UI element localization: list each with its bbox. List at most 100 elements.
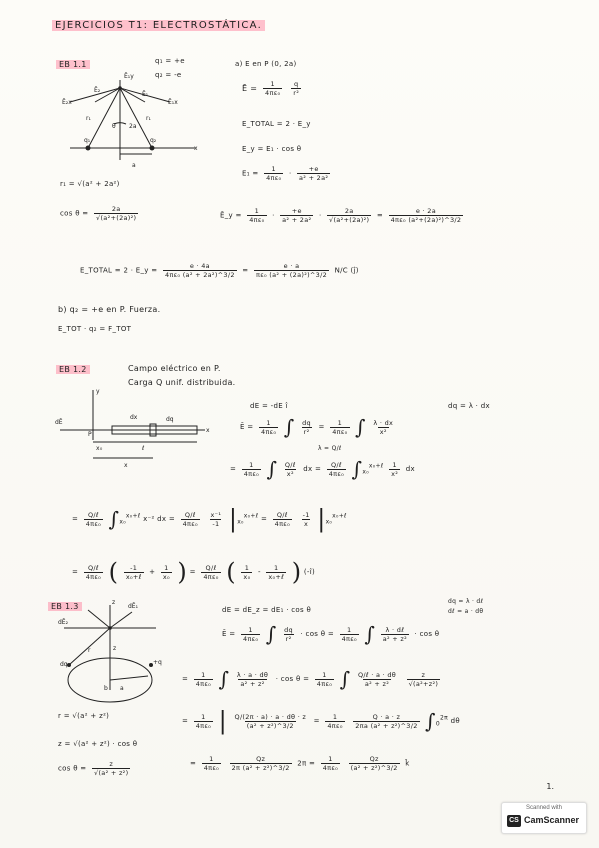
ex2-de: dE = -dE î [250, 402, 288, 410]
svg-text:Ē₂x: Ē₂x [62, 99, 72, 106]
ex3-point-p [108, 626, 112, 630]
ex1-ey: E_y = E₁ · cos θ [242, 145, 302, 153]
ex2-diagram-labels: dĒ dx dq P x y [55, 388, 210, 438]
ex3-diagram-labels: dĒ₂ dĒ₁ z z r a dq +q b [58, 599, 162, 692]
svg-text:Ē₁y: Ē₁y [124, 73, 134, 80]
page-title: EJERCICIOS T1: ELECTROSTÁTICA. [52, 20, 266, 31]
svg-text:a: a [132, 162, 136, 169]
ex2-label: EB 1.2 [56, 365, 90, 374]
ex1-force: E_TOT · q₂ = F_TOT [58, 325, 132, 333]
ex2-line1: Campo eléctrico en P. [128, 364, 221, 373]
scanner-caption: Scanned with [525, 805, 563, 811]
svg-text:r₁: r₁ [146, 115, 151, 122]
title-text: EJERCICIOS T1: ELECTROSTÁTICA. [52, 20, 266, 31]
ex1-charge-q1 [85, 145, 91, 151]
svg-text:dĒ₂: dĒ₂ [58, 619, 69, 626]
svg-text:z: z [112, 599, 115, 606]
svg-text:a: a [120, 685, 124, 692]
ex2-diagram [60, 390, 205, 459]
svg-text:b: b [104, 685, 108, 692]
ex3-label: EB 1.3 [48, 602, 82, 611]
svg-text:y: y [96, 388, 100, 395]
ex1-diagram-labels: q₁ q₂ a 2a θ Ē₂ Ē₁ Ē₁y Ē₂x Ē₁x x r₁ r₁ [62, 73, 198, 169]
ex3-r-cos: z = √(a² + z²) · cos θ [58, 740, 138, 748]
ex1-q2: q₂ = -e [155, 71, 182, 79]
ex3-r: r = √(a² + z²) [58, 712, 110, 720]
ex3-cos: cos θ = z√(a² + z²) [58, 760, 131, 777]
svg-text:z: z [113, 645, 116, 652]
ex2-rod [111, 425, 198, 435]
ex3-points [67, 626, 153, 667]
svg-text:q₁: q₁ [84, 137, 91, 144]
scanner-brand: CamScanner [524, 815, 580, 825]
ex2-line2: Carga Q unif. distribuida. [128, 378, 236, 387]
svg-text:Ē₁: Ē₁ [142, 91, 149, 98]
ex1-diagram [69, 80, 195, 160]
camscanner-watermark: Scanned with CS CamScanner [501, 802, 587, 834]
ex1-etotal: E_TOTAL = 2 · E_y [242, 120, 311, 128]
ex3-dq: dq = λ · dℓ [448, 598, 484, 605]
ex3-dq-element [67, 663, 71, 667]
svg-text:θ: θ [112, 123, 116, 130]
svg-text:r: r [88, 647, 91, 654]
ex1-charges [85, 86, 155, 151]
ex1-theta-arc [113, 122, 127, 125]
ex2-x: x [124, 462, 128, 469]
ex1-r1: r₁ = √(a² + 2a²) [60, 180, 120, 188]
ex3-de2-vector [87, 609, 111, 629]
ex1-e1x-vector [119, 87, 171, 103]
svg-text:dq: dq [60, 661, 68, 668]
ex1-charge-q2 [149, 145, 155, 151]
ex2-l: ℓ [142, 445, 145, 452]
ex3-dq-opposite [149, 663, 153, 667]
svg-text:Ē₂: Ē₂ [94, 87, 101, 94]
ex1-part-a: a) E en P (0, 2a) [235, 60, 297, 68]
svg-text:x: x [194, 145, 198, 152]
ex3-radius-a [109, 675, 149, 681]
svg-text:dq: dq [166, 416, 174, 423]
ex1-e2-vector [94, 87, 121, 103]
svg-text:P: P [88, 431, 92, 438]
ex2-lambda: λ = Q/ℓ [318, 445, 342, 452]
camscanner-logo-icon: CS [507, 815, 521, 827]
ex3-dl: dℓ = a · dθ [448, 608, 484, 615]
svg-text:x: x [206, 427, 210, 434]
ex2-dx-element [149, 423, 157, 437]
ex1-e2x-vector [69, 87, 121, 103]
ex3-diagram [64, 605, 156, 703]
svg-text:r₁: r₁ [86, 115, 91, 122]
svg-text:dx: dx [130, 414, 138, 421]
svg-text:dĒ₁: dĒ₁ [128, 603, 139, 610]
ex2-x0: x₀ [96, 445, 103, 452]
ex3-de: dE = dE_z = dE₁ · cos θ [222, 606, 312, 614]
ex1-q1: q₁ = +e [155, 57, 185, 65]
ex1-e1-vector [119, 87, 146, 103]
ex3-de1-vector [109, 611, 133, 629]
ex1-point-p [118, 86, 122, 90]
ex1-r2-line [119, 87, 153, 149]
svg-text:q₂: q₂ [150, 137, 157, 144]
svg-text:+q: +q [153, 659, 162, 666]
svg-text:dĒ: dĒ [55, 419, 63, 426]
page-number: 1. [546, 782, 554, 791]
ex3-r-line [68, 627, 111, 666]
ex1-part-b: b) q₂ = +e en P. Fuerza. [58, 305, 161, 314]
svg-text:Ē₁x: Ē₁x [168, 99, 178, 106]
ex1-r1-line [87, 87, 121, 149]
ex2-dq: dq = λ · dx [448, 402, 490, 410]
ex1-cos: cos θ = 2a√(a²+(2a)²) [60, 205, 139, 222]
